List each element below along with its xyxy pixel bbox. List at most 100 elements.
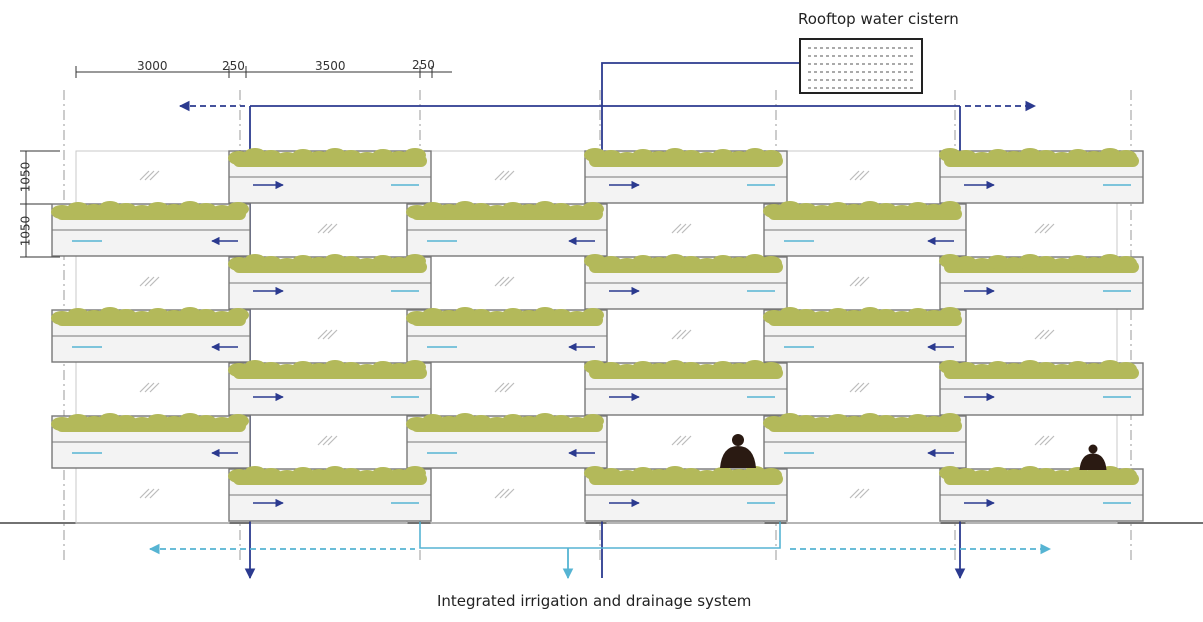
glass-hatch-mark — [322, 435, 333, 446]
rooftop-water-cistern — [799, 38, 923, 94]
glass-hatch-mark — [504, 170, 515, 181]
foliage-clump — [760, 150, 782, 164]
rooftop-water-cistern-label: Rooftop water cistern — [798, 10, 959, 28]
glass-hatch-mark — [1034, 223, 1045, 234]
glass-hatch-mark — [144, 170, 155, 181]
planter-foliage — [51, 201, 249, 220]
glass-hatch-mark — [1039, 435, 1050, 446]
glass-hatch-mark — [322, 223, 333, 234]
glass-hatch-mark — [149, 382, 160, 393]
glass-hatch-mark — [849, 276, 860, 287]
foliage-clump — [404, 466, 426, 480]
foliage-clump — [404, 360, 426, 374]
foliage-clump — [760, 362, 782, 376]
glass-hatch-mark — [499, 488, 510, 499]
dimension-3000: 3000 — [137, 59, 168, 73]
glass-hatch-mark — [499, 382, 510, 393]
foliage-clump — [582, 308, 604, 322]
glass-hatch-mark — [494, 276, 505, 287]
planter-foliage — [406, 307, 604, 326]
dimension-1050-lower: 1050 — [18, 215, 33, 247]
glass-hatch-mark — [1034, 435, 1045, 446]
person-body — [720, 446, 756, 468]
glass-hatch-mark — [1044, 223, 1055, 234]
person-silhouette-right — [1079, 444, 1107, 470]
glass-hatch-mark — [854, 170, 865, 181]
glass-hatch-mark — [1039, 223, 1050, 234]
planter-foliage — [228, 254, 427, 273]
planter-foliage — [584, 466, 783, 485]
glass-hatch-mark — [859, 382, 870, 393]
planter-foliage — [584, 254, 783, 273]
planter-foliage — [228, 466, 427, 485]
foliage-clump — [227, 308, 249, 322]
foliage-clump — [1115, 256, 1137, 270]
foliage-clump — [582, 202, 604, 216]
glass-hatch-mark — [681, 329, 692, 340]
planter-foliage — [584, 148, 783, 167]
foliage-clump — [939, 413, 961, 427]
foliage-clump — [404, 148, 426, 162]
glass-hatch-mark — [149, 276, 160, 287]
glass-hatch-mark — [139, 382, 150, 393]
glass-hatch-mark — [849, 488, 860, 499]
glass-hatch-mark — [149, 488, 160, 499]
glass-hatch-mark — [139, 170, 150, 181]
glass-hatch-mark — [854, 488, 865, 499]
glass-hatch-mark — [327, 329, 338, 340]
glass-hatch-mark — [327, 435, 338, 446]
foliage-clump — [760, 256, 782, 270]
planter-foliage — [763, 307, 962, 326]
glass-hatch-mark — [504, 276, 515, 287]
foliage-clump — [760, 468, 782, 482]
glass-hatch-mark — [144, 488, 155, 499]
dimension-3500: 3500 — [315, 59, 346, 73]
planter-foliage — [584, 360, 783, 379]
glass-hatch-mark — [499, 276, 510, 287]
person-head — [732, 434, 744, 446]
planter-foliage — [939, 254, 1139, 273]
glass-hatch-mark — [1044, 435, 1055, 446]
glass-hatch-mark — [1044, 329, 1055, 340]
glass-hatch-mark — [676, 223, 687, 234]
glass-hatch-mark — [671, 223, 682, 234]
glass-hatch-mark — [671, 435, 682, 446]
glass-hatch-mark — [859, 276, 870, 287]
glass-hatch-mark — [327, 223, 338, 234]
glass-hatch-mark — [676, 329, 687, 340]
glass-hatch-mark — [849, 170, 860, 181]
dimension-1050-upper: 1050 — [18, 161, 33, 193]
glass-hatch-mark — [317, 329, 328, 340]
glass-hatch-mark — [494, 170, 505, 181]
foliage-clump — [582, 414, 604, 428]
planter-foliage — [51, 307, 249, 326]
planter-foliage — [763, 201, 962, 220]
glass-hatch-mark — [139, 276, 150, 287]
foliage-clump — [227, 202, 249, 216]
foliage-clump — [227, 414, 249, 428]
glass-hatch-mark — [317, 435, 328, 446]
glass-hatch-mark — [149, 170, 160, 181]
foliage-clump — [404, 254, 426, 268]
dimension-250-right: 250 — [412, 58, 435, 72]
glass-hatch-mark — [144, 276, 155, 287]
planter-foliage — [228, 360, 427, 379]
integrated-irrigation-drainage-label: Integrated irrigation and drainage syste… — [437, 592, 752, 610]
glass-hatch-mark — [139, 488, 150, 499]
glass-hatch-mark — [504, 488, 515, 499]
foliage-clump — [1115, 362, 1137, 376]
glass-hatch-mark — [859, 488, 870, 499]
glass-hatch-mark — [494, 382, 505, 393]
glass-hatch-mark — [854, 276, 865, 287]
glass-hatch-mark — [681, 223, 692, 234]
glass-hatch-mark — [859, 170, 870, 181]
foliage-clump — [1115, 468, 1137, 482]
planter-foliage — [228, 148, 427, 167]
glass-hatch-mark — [671, 329, 682, 340]
planter-foliage — [406, 413, 604, 432]
planter-foliage — [51, 413, 249, 432]
glass-hatch-mark — [317, 223, 328, 234]
glass-hatch-mark — [322, 329, 333, 340]
glass-hatch-mark — [1039, 329, 1050, 340]
